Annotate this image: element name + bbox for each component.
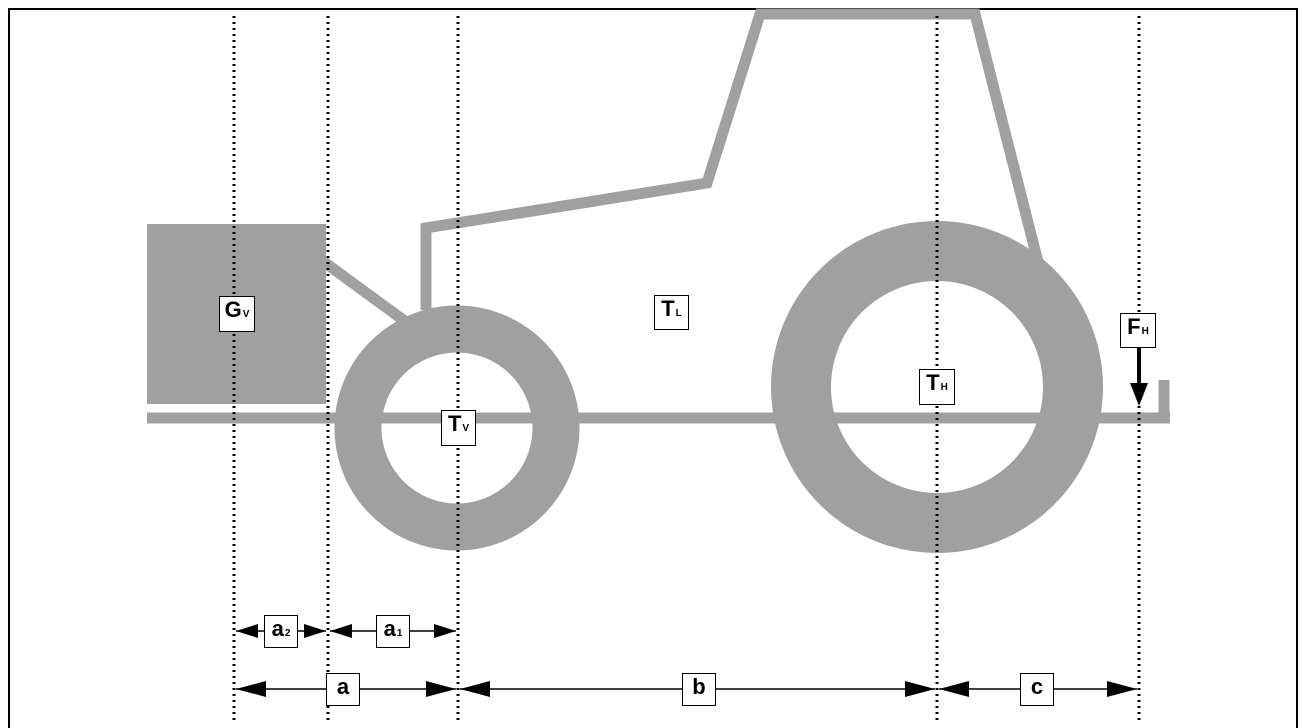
label-tl-sub: L (675, 308, 682, 319)
label-gv-main: G (224, 297, 242, 322)
label-a: a (326, 673, 360, 706)
label-tv-main: T (447, 411, 462, 436)
label-b-main: b (692, 674, 706, 699)
hood-cab-outline (420, 8, 1044, 310)
label-gv-sub: V (242, 309, 250, 320)
front-linkage (320, 257, 410, 327)
label-a2-sub: 2 (284, 628, 291, 639)
label-a1-main: a (383, 616, 396, 641)
label-th-main: T (926, 370, 940, 395)
label-a2-main: a (271, 616, 284, 641)
label-c: c (1020, 673, 1054, 706)
label-a1-sub: 1 (396, 628, 403, 639)
hitch-force-arrowhead (1130, 383, 1148, 406)
diagram-frame (8, 8, 1298, 728)
label-fh-main: F (1127, 314, 1141, 339)
label-c-main: c (1030, 674, 1044, 699)
label-tl-main: T (661, 296, 675, 321)
label-b: b (682, 673, 716, 706)
label-fh-sub: H (1141, 326, 1149, 337)
label-tv-sub: V (462, 423, 470, 434)
label-a-main: a (336, 674, 350, 699)
label-th-sub: H (940, 382, 948, 393)
